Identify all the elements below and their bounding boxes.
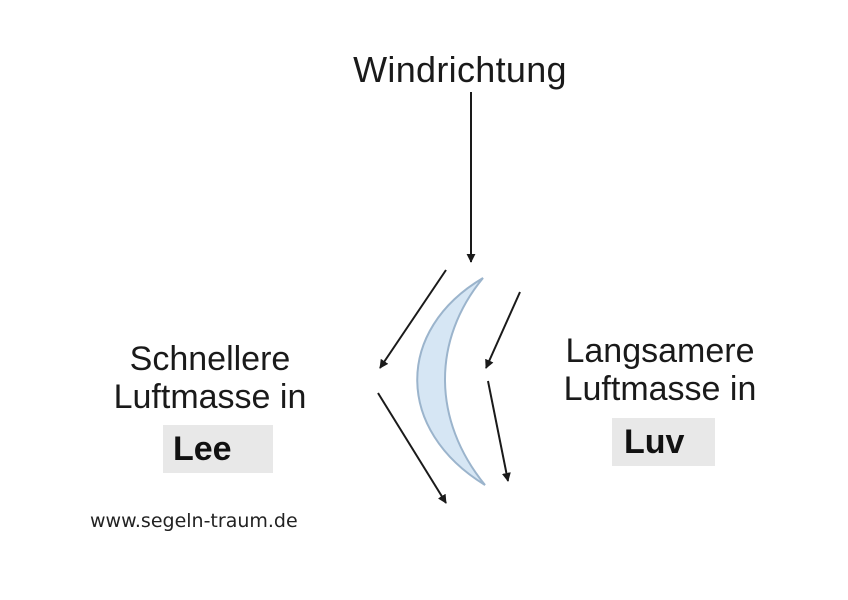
sail-shape — [416, 277, 486, 486]
luv-flow-arrow-lower — [487, 380, 511, 482]
lee-flow-arrow-upper — [379, 269, 447, 369]
luv-caption-line2: Luftmasse in — [563, 370, 757, 409]
wind-direction-label: Windrichtung — [353, 49, 567, 90]
luv-caption: Langsamere Luftmasse in — [510, 332, 810, 408]
website-watermark: www.segeln-traum.de — [90, 510, 298, 532]
luv-caption-line1: Langsamere — [565, 332, 755, 370]
lee-flow-arrow-lower — [377, 392, 447, 504]
lee-caption: Schnellere Luftmasse in — [60, 340, 360, 416]
lee-caption-line1: Schnellere — [129, 340, 291, 378]
lee-caption-line2: Luftmasse in — [113, 378, 307, 417]
luv-flow-arrow-upper — [485, 291, 521, 369]
lee-tag: Lee — [163, 425, 273, 473]
luv-tag: Luv — [612, 418, 715, 466]
